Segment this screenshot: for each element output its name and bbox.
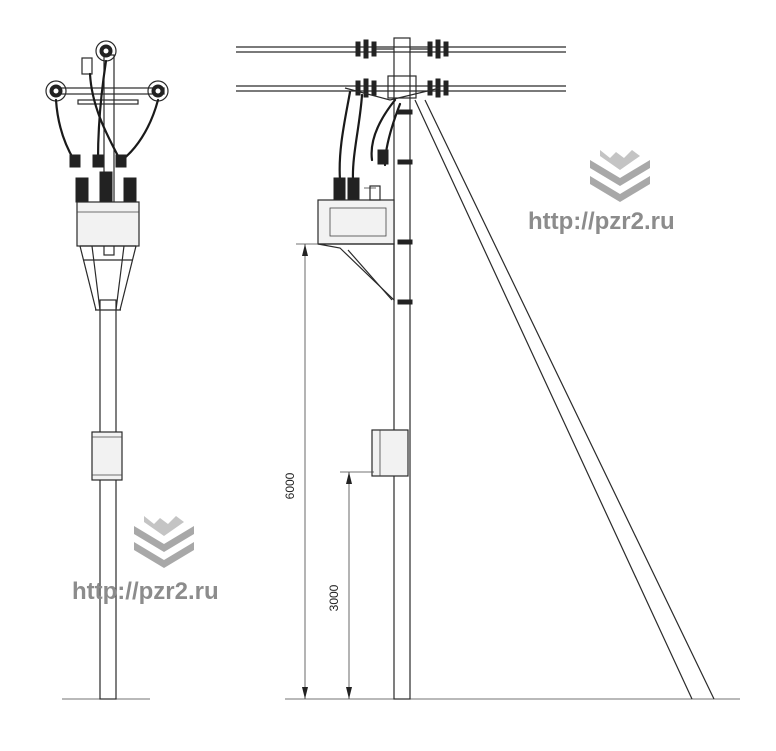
dimension-box (340, 471, 374, 699)
front-cable-left (54, 98, 76, 162)
side-view: 6000 3000 (236, 37, 740, 700)
side-pole (393, 37, 411, 700)
side-crossarm-brace (344, 87, 441, 101)
front-transformer-frame (79, 245, 137, 311)
side-clamp (387, 75, 417, 99)
side-cable-2 (351, 93, 364, 182)
front-view (45, 40, 169, 700)
front-fuse-right (115, 154, 127, 168)
side-cable-1 (338, 90, 352, 182)
strut-line-left (414, 99, 693, 700)
dimension-total-label: 6000 (283, 472, 297, 499)
dimension-total (296, 243, 318, 699)
front-bushings (75, 171, 137, 203)
front-cable-cross (88, 72, 122, 162)
front-bracket (81, 57, 93, 75)
front-pole (99, 299, 117, 700)
side-pole-fittings (377, 109, 413, 305)
chevron-logo-icon (590, 150, 650, 202)
side-transformer-bracket (317, 243, 395, 302)
side-insulators-upper (355, 39, 449, 59)
chevron-logo-icon (134, 516, 194, 568)
front-crossarm-lower (77, 99, 139, 105)
side-transformer (317, 199, 395, 245)
front-cable-right (120, 98, 160, 162)
front-fuse-left (69, 154, 81, 168)
front-insulator-left (45, 80, 67, 102)
watermark-text-right: http://pzr2.ru (528, 208, 675, 235)
side-cable-3 (370, 98, 397, 162)
front-switch-box (91, 431, 123, 481)
front-transformer-tank (76, 201, 140, 247)
front-fuse-mid (92, 154, 104, 168)
front-insulator-top (95, 40, 117, 62)
dimension-box-label: 3000 (327, 584, 341, 611)
side-switch-box (371, 429, 409, 477)
front-cable-mid (96, 59, 108, 162)
front-insulator-right (147, 80, 169, 102)
strut-line-right (424, 99, 715, 700)
watermark-text-left: http://pzr2.ru (72, 578, 219, 605)
front-crossarm (51, 87, 165, 95)
